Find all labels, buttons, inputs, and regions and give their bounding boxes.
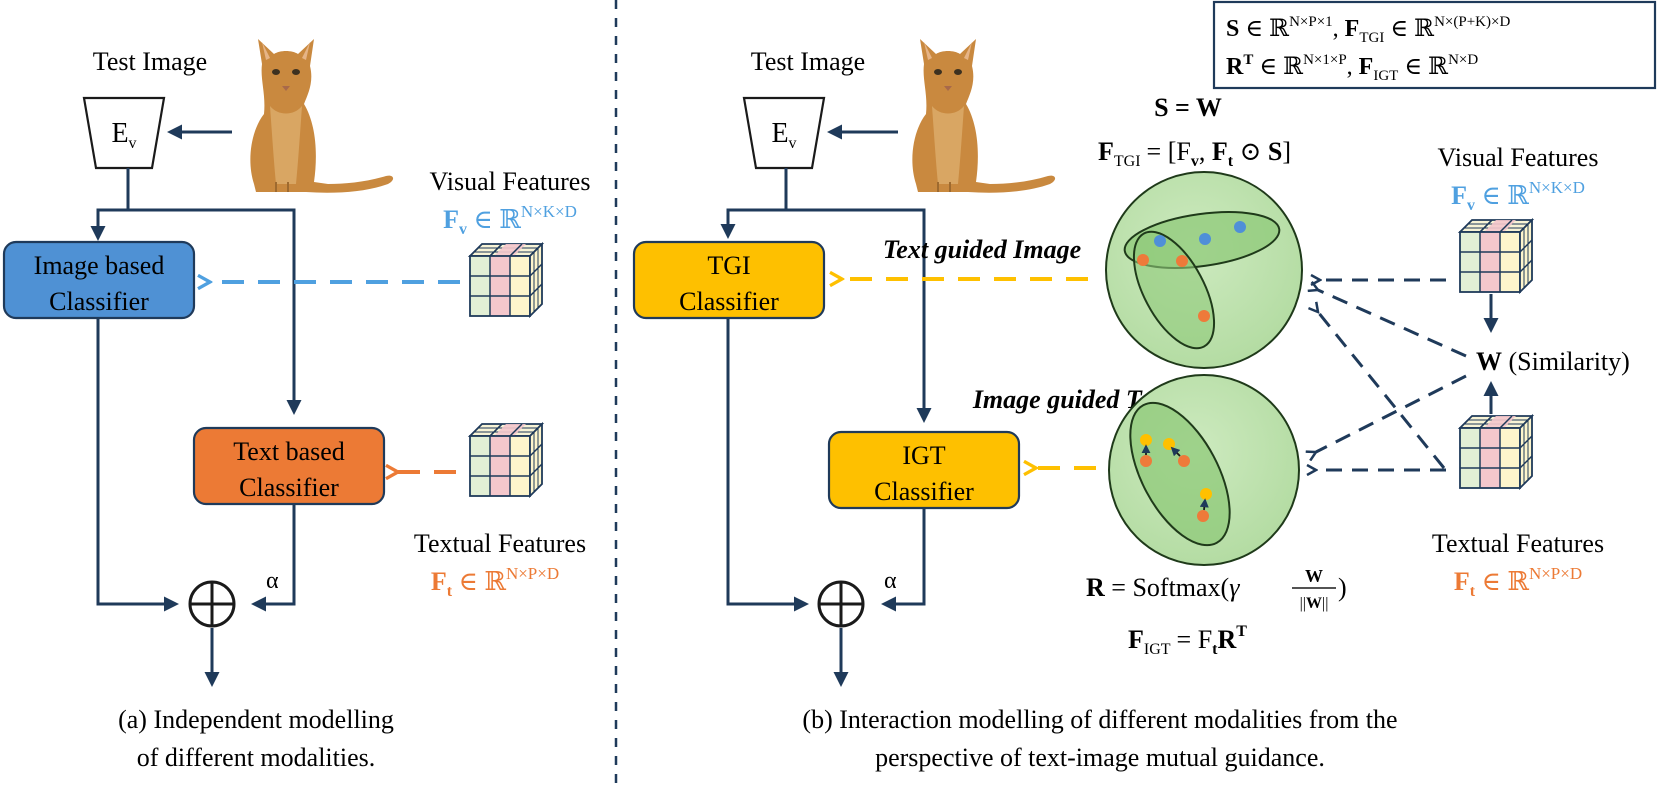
panel-b: Test Image Ev TGI Classifier IGT Classif… (632, 0, 1657, 772)
encoder-to-igt-arrow (786, 208, 932, 423)
visual-encoder-b: Ev (742, 96, 826, 170)
textual-features-title-b: Textual Features (1432, 529, 1604, 558)
test-image-label: Test Image (93, 47, 207, 76)
svg-text:Classifier: Classifier (874, 477, 974, 506)
svg-text:Classifier: Classifier (679, 287, 779, 316)
figt-equation: FIGT= FtRT (1128, 623, 1247, 658)
svg-text:Ev: Ev (771, 118, 796, 152)
igt-feature-sphere (1108, 374, 1300, 566)
visual-point (1234, 221, 1246, 233)
visual-point (1154, 235, 1166, 247)
svg-text:||W||: ||W|| (1300, 595, 1329, 612)
visual-point (1199, 233, 1211, 245)
image-classifier-to-sum-arrow (96, 318, 179, 612)
svg-text:Text based: Text based (233, 437, 345, 466)
encoder-to-text-classifier-arrow (128, 208, 302, 415)
igt-to-sum-arrow (881, 508, 926, 612)
textual-features-title: Textual Features (414, 529, 586, 558)
similarity-to-igt-sphere-arrow (1316, 374, 1467, 452)
caption-a-line2: of different modalities. (137, 743, 376, 772)
visual-feature-cube (469, 243, 543, 317)
textual-to-tgi-sphere-arrow (1318, 312, 1446, 469)
cat-image (249, 38, 395, 194)
visual-features-formula: Fv ∈ ℝN×K×D (443, 202, 577, 238)
visual-features-formula-b: Fv ∈ ℝN×K×D (1451, 178, 1585, 214)
caption-a-line1: (a) Independent modelling (118, 705, 394, 734)
sum-operator (188, 580, 236, 628)
svg-text:IGT: IGT (902, 441, 945, 470)
s-equals-w-equation: S = W (1154, 93, 1222, 122)
encoder-to-tgi-arrow (720, 168, 788, 239)
svg-text:Image based: Image based (34, 251, 165, 280)
svg-text:W: W (1305, 566, 1323, 586)
encoder-to-image-classifier-arrow (90, 168, 130, 241)
alpha-weight-b: α (884, 568, 897, 594)
dimension-legend-box: S ∈ ℝN×P×1, FTGI ∈ ℝN×(P+K)×D RT ∈ ℝN×1×… (1212, 0, 1657, 90)
text-point (1137, 254, 1149, 266)
svg-text:TGI: TGI (707, 251, 750, 280)
test-image-label-b: Test Image (751, 47, 865, 76)
text-classifier-to-sum-arrow (251, 504, 296, 612)
caption-b-line2: perspective of text-image mutual guidanc… (875, 743, 1325, 772)
text-guided-image-label: Text guided Image (883, 235, 1081, 264)
svg-text:Classifier: Classifier (239, 473, 339, 502)
visual-features-title: Visual Features (430, 167, 591, 196)
textual-features-formula: Ft ∈ ℝN×P×D (431, 564, 559, 600)
textual-feature-cube (469, 423, 543, 497)
text-point (1198, 310, 1210, 322)
tgi-feature-sphere (1105, 171, 1303, 369)
svg-text:): ) (1338, 573, 1347, 602)
r-softmax-fraction: W ||W|| ) (1292, 566, 1347, 612)
visual-encoder: Ev (82, 96, 166, 170)
igt-classifier: IGT Classifier (827, 430, 1021, 510)
alpha-weight: α (266, 568, 279, 594)
caption-b-line1: (b) Interaction modelling of different m… (802, 705, 1397, 734)
text-point (1176, 255, 1188, 267)
svg-text:Classifier: Classifier (49, 287, 149, 316)
similarity-to-tgi-sphere-arrow (1318, 290, 1467, 358)
panel-a: Test Image Ev Image based Classifier Tex… (2, 38, 591, 772)
visual-features-title-b: Visual Features (1438, 143, 1599, 172)
textual-features-formula-b: Ft ∈ ℝN×P×D (1454, 564, 1582, 600)
legend-line1: S ∈ ℝN×P×1, FTGI ∈ ℝN×(P+K)×D (1226, 14, 1510, 46)
tgi-classifier: TGI Classifier (632, 240, 826, 320)
r-softmax-equation: R = Softmax(γ (1086, 573, 1240, 602)
legend-line2: RT ∈ ℝN×1×P, FIGT ∈ ℝN×D (1226, 52, 1478, 84)
text-based-classifier: Text based Classifier (192, 426, 386, 506)
sum-operator-b (817, 580, 865, 628)
similarity-label: W (Similarity) (1476, 347, 1630, 376)
cat-image-b (911, 38, 1057, 194)
svg-text:Ev: Ev (111, 118, 136, 152)
ftgi-equation: FTGI= [Fv, Ft ⊙ S] (1098, 137, 1291, 170)
textual-feature-cube-b (1459, 415, 1533, 489)
tgi-to-sum-arrow (726, 318, 809, 612)
visual-feature-cube-b (1459, 219, 1533, 293)
image-based-classifier: Image based Classifier (2, 240, 196, 320)
